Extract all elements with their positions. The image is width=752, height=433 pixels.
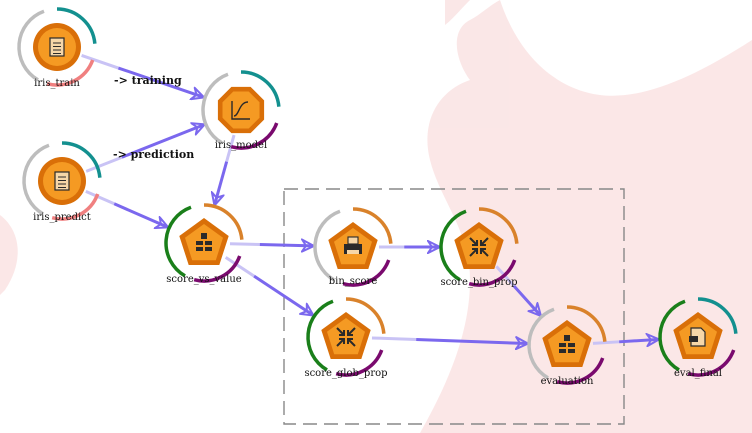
node-score_vs_value[interactable]: score_vs_value [164, 203, 244, 285]
edge-iris_predict-to-score_vs_value[interactable] [85, 190, 168, 227]
edge-label: -> prediction [113, 148, 194, 161]
status-rings [201, 70, 281, 150]
node-bin_score[interactable]: bin_score [313, 207, 393, 287]
node-label: iris_train [34, 78, 80, 89]
node-iris_predict[interactable]: iris_predict [22, 141, 102, 223]
node-shape [179, 218, 229, 265]
edge-evaluation-to-eval_final[interactable] [592, 339, 658, 343]
edge-label: -> training [114, 74, 182, 87]
edge-iris_predict-to-iris_model[interactable] [85, 125, 204, 173]
edge-score_vs_value-to-score_glob_prop[interactable] [224, 256, 313, 315]
document-icon [49, 37, 65, 57]
edge-iris_train-to-iris_model[interactable] [81, 54, 204, 97]
node-evaluation[interactable]: evaluation [527, 305, 607, 387]
node-label: eval_final [674, 368, 722, 379]
status-rings [306, 297, 386, 377]
node-score_bin_prop[interactable]: score_bin_prop [439, 207, 519, 288]
collapse-icon [336, 327, 356, 347]
status-rings [17, 7, 97, 87]
node-iris_train[interactable]: iris_train [17, 7, 97, 89]
status-rings [22, 141, 102, 221]
edge-iris_model-to-score_vs_value[interactable] [215, 134, 236, 204]
node-label: score_vs_value [166, 274, 241, 285]
status-rings [164, 203, 244, 283]
curve-chart-icon [231, 101, 250, 120]
node-label: score_glob_prop [304, 368, 387, 379]
node-label: bin_score [329, 276, 378, 287]
node-label: iris_predict [33, 212, 91, 223]
node-shape [542, 320, 592, 367]
document-icon [54, 171, 70, 191]
node-score_glob_prop[interactable]: score_glob_prop [304, 297, 388, 379]
node-shape [217, 86, 265, 134]
node-label: score_bin_prop [440, 277, 517, 288]
node-label: iris_model [215, 140, 267, 151]
status-rings [658, 297, 738, 377]
status-rings [313, 207, 393, 287]
database-icon [196, 233, 212, 251]
node-shape [321, 312, 371, 359]
node-eval_final[interactable]: eval_final [658, 297, 738, 379]
file-icon [689, 327, 706, 347]
database-icon [559, 335, 575, 353]
node-iris_model[interactable]: iris_model [201, 70, 281, 151]
node-label: evaluation [541, 376, 594, 387]
collapse-icon [469, 237, 489, 257]
printer-icon [344, 236, 362, 254]
group-box [283, 188, 625, 425]
status-rings [527, 305, 607, 385]
edge-score_vs_value-to-bin_score[interactable] [229, 244, 313, 246]
edge-score_glob_prop-to-evaluation[interactable] [371, 338, 527, 344]
status-rings [439, 207, 519, 287]
